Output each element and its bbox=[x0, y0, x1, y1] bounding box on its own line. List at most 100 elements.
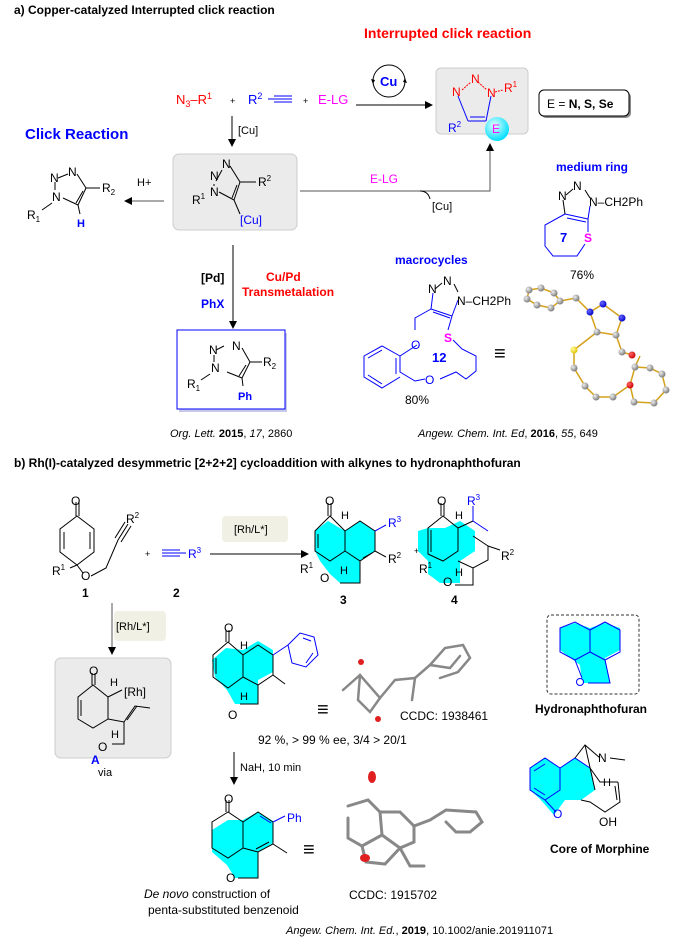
click-product: N N N R1 R2 H bbox=[27, 165, 116, 230]
svg-text:H: H bbox=[341, 510, 349, 522]
svg-text:N–CH2Ph: N–CH2Ph bbox=[457, 294, 511, 308]
svg-text:OH: OH bbox=[599, 815, 617, 829]
svg-text:R1: R1 bbox=[187, 377, 201, 393]
plus-1: + bbox=[230, 96, 235, 106]
catalyst-label-2: [Rh/L*] bbox=[116, 621, 150, 633]
compound-3: O H H R1 O R3 R2 bbox=[300, 494, 402, 585]
via-label: via bbox=[98, 767, 113, 779]
medium-ring-yield: 76% bbox=[570, 268, 594, 282]
transmetalation-label-1: Cu/Pd bbox=[266, 270, 301, 284]
catalyst-box-2 bbox=[114, 611, 166, 641]
crystal-structure-2 bbox=[346, 798, 484, 868]
elg-route: E-LG [Cu] bbox=[300, 143, 494, 213]
svg-text:N: N bbox=[428, 282, 437, 296]
cu-release-label: [Cu] bbox=[432, 201, 452, 213]
aryl-product-box: N N N R1 R2 Ph bbox=[176, 329, 287, 412]
benzenoid-product: O O Ph bbox=[211, 792, 302, 885]
hydronaphthofuran-label: Hydronaphthofuran bbox=[535, 702, 647, 716]
ccdc-1: CCDC: 1938461 bbox=[400, 709, 488, 723]
svg-text:O: O bbox=[320, 571, 329, 585]
svg-text:H: H bbox=[240, 640, 248, 652]
svg-text:R1: R1 bbox=[52, 563, 66, 578]
reference-1: Org. Lett. 2015, 17, 2860 bbox=[170, 428, 292, 440]
pd-step-label: [Pd] bbox=[201, 271, 224, 285]
cu-label: [Cu] bbox=[240, 213, 262, 227]
compound-2: R3 bbox=[162, 546, 202, 561]
cu-catalytic-cycle: Cu bbox=[371, 64, 407, 98]
svg-text:O: O bbox=[443, 575, 452, 589]
morphine-label: Core of Morphine bbox=[550, 842, 650, 856]
svg-text:N–CH2Ph: N–CH2Ph bbox=[589, 195, 643, 209]
svg-text:R2: R2 bbox=[501, 548, 515, 563]
svg-text:N: N bbox=[452, 85, 461, 99]
svg-text:N: N bbox=[558, 189, 567, 203]
azide-reactant: N3–R1 bbox=[176, 91, 212, 109]
svg-text:O: O bbox=[71, 494, 80, 508]
svg-text:O: O bbox=[89, 664, 98, 678]
svg-text:O: O bbox=[325, 494, 334, 508]
macrocycle-crystal-structure bbox=[523, 284, 670, 407]
plus-2: + bbox=[303, 96, 308, 106]
svg-text:O: O bbox=[411, 338, 420, 352]
svg-text:N: N bbox=[52, 190, 61, 204]
interrupted-title: Interrupted click reaction bbox=[364, 25, 531, 41]
section-b-title: b) Rh(I)-catalyzed desymmetric [2+2+2] c… bbox=[14, 456, 521, 470]
atom-balls bbox=[523, 284, 670, 407]
svg-text:R2: R2 bbox=[126, 511, 140, 526]
compound-4-label: 4 bbox=[451, 593, 458, 607]
plus-sign-b: + bbox=[145, 549, 150, 559]
svg-text:R2: R2 bbox=[102, 181, 116, 197]
phenyl-product: O H H O bbox=[212, 621, 319, 722]
catalyst-label: [Rh/L*] bbox=[234, 524, 268, 536]
svg-text:R3: R3 bbox=[188, 546, 202, 561]
svg-text:N: N bbox=[573, 179, 582, 193]
compound-3-label: 3 bbox=[340, 593, 347, 607]
intermediate-a-label: A bbox=[91, 753, 100, 767]
nah-step-label: NaH, 10 min bbox=[240, 762, 301, 774]
equivalence-sign-3: ≡ bbox=[303, 839, 315, 861]
reference-3: Angew. Chem. Int. Ed., 2019, 10.1002/ani… bbox=[285, 925, 553, 937]
svg-text:H: H bbox=[110, 677, 118, 689]
benzenoid-caption-1: De novo construction of bbox=[144, 887, 271, 901]
result-yield-ee: 92 %, > 99 % ee, 3/4 > 20/1 bbox=[258, 733, 407, 747]
svg-text:O: O bbox=[228, 708, 237, 722]
svg-text:O: O bbox=[437, 494, 446, 508]
equivalence-sign-1: ≡ bbox=[494, 343, 506, 365]
svg-text:H: H bbox=[340, 565, 348, 577]
cu-cycle-label: Cu bbox=[380, 74, 397, 89]
interrupted-product: N N N R1 R2 E bbox=[435, 67, 529, 141]
svg-text:Ph: Ph bbox=[238, 391, 252, 403]
svg-text:N: N bbox=[210, 169, 219, 183]
svg-text:H: H bbox=[455, 567, 463, 579]
medium-ring-title: medium ring bbox=[556, 160, 628, 174]
svg-text:H: H bbox=[77, 218, 85, 230]
svg-text:S: S bbox=[584, 231, 592, 245]
elg-step-label: E-LG bbox=[370, 172, 398, 186]
e-definition-box: E = N, S, Se bbox=[538, 89, 631, 118]
svg-text:R3: R3 bbox=[467, 493, 481, 508]
svg-text:O: O bbox=[553, 807, 562, 821]
oxygen-atom-2 bbox=[375, 716, 381, 722]
svg-text:O: O bbox=[98, 740, 107, 754]
macrocycle-yield: 80% bbox=[405, 393, 429, 407]
phx-label: PhX bbox=[201, 297, 224, 311]
macrocycles-title: macrocycles bbox=[395, 253, 468, 267]
svg-text:N: N bbox=[50, 171, 59, 185]
reference-2: Angew. Chem. Int. Ed, 2016, 55, 649 bbox=[417, 428, 598, 440]
svg-text:R2: R2 bbox=[388, 551, 402, 566]
svg-text:N: N bbox=[210, 185, 219, 199]
macrocycle-structure: N N N–CH2Ph O O S 12 bbox=[363, 274, 511, 389]
svg-text:N: N bbox=[443, 274, 452, 288]
highlight-ball bbox=[485, 117, 509, 141]
morphine-core: N H O OH bbox=[529, 744, 626, 829]
plus-sign-products: + bbox=[414, 546, 419, 556]
svg-text:N: N bbox=[487, 86, 496, 100]
svg-text:N: N bbox=[211, 361, 220, 375]
svg-text:R1: R1 bbox=[300, 561, 314, 576]
protonation-label: H+ bbox=[137, 177, 151, 189]
intermediate-a: O H [Rh] H O A bbox=[54, 657, 172, 767]
oxygen-atom-1 bbox=[358, 659, 364, 665]
svg-text:O: O bbox=[224, 621, 233, 635]
section-a-title: a) Copper-catalyzed Interrupted click re… bbox=[14, 3, 275, 17]
